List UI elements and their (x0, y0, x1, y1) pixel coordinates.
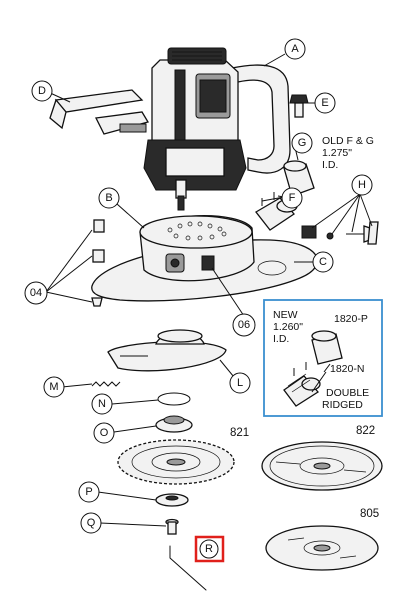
callout-m: M (43, 376, 65, 398)
part-f-port (255, 192, 298, 231)
part-p-flange (155, 493, 189, 507)
callout-06: 06 (232, 313, 256, 337)
part-e-knob (289, 94, 309, 118)
svg-text:06: 06 (238, 319, 250, 331)
svg-text:F: F (289, 192, 296, 204)
label-805: 805 (360, 508, 379, 520)
part-822-diamond-blade (261, 441, 383, 491)
svg-text:DOUBLE: DOUBLE (326, 387, 369, 399)
svg-text:L: L (237, 377, 243, 389)
svg-text:1.260": 1.260" (273, 321, 303, 333)
part-04-screws (91, 219, 105, 307)
callout-q: Q (80, 512, 102, 534)
part-n-ring (157, 392, 191, 406)
callout-h: H (351, 174, 373, 196)
part-q-bolt (165, 518, 179, 535)
part-o-flange (155, 415, 193, 433)
callout-l: L (229, 372, 251, 394)
svg-text:I.D.: I.D. (273, 333, 289, 345)
svg-text:P: P (85, 486, 92, 498)
part-1820n-port (283, 362, 321, 407)
callout-e: E (314, 92, 336, 114)
callout-r-highlight (194, 535, 225, 563)
callout-c: C (312, 251, 334, 273)
base-assembly (91, 215, 319, 302)
svg-text:R: R (205, 543, 213, 555)
svg-text:C: C (319, 256, 327, 268)
svg-text:A: A (291, 43, 299, 55)
svg-text:H: H (358, 179, 366, 191)
callout-a: A (284, 38, 306, 60)
callouts: A D E G H F B C (24, 38, 373, 563)
svg-text:I.D.: I.D. (322, 159, 338, 171)
callout-04: 04 (24, 281, 48, 305)
note-new: NEW 1.260" I.D. (273, 309, 303, 345)
svg-text:D: D (38, 85, 46, 97)
label-1820n: 1820-N (330, 363, 364, 375)
part-m-spring (91, 381, 121, 387)
leader-lines (45, 53, 373, 527)
svg-text:RIDGED: RIDGED (322, 399, 363, 411)
callout-g: G (291, 132, 313, 154)
svg-text:G: G (298, 137, 307, 149)
part-805-abrasive-disc (265, 525, 379, 571)
svg-text:M: M (49, 381, 58, 393)
motor-housing (143, 47, 291, 211)
svg-text:NEW: NEW (273, 309, 298, 321)
callout-r: R (194, 535, 225, 563)
part-r-hex-key (169, 545, 207, 591)
svg-text:OLD F & G: OLD F & G (322, 135, 374, 147)
label-822: 822 (356, 425, 375, 437)
svg-text:Q: Q (87, 517, 96, 529)
svg-text:E: E (321, 97, 328, 109)
svg-text:B: B (105, 192, 112, 204)
part-821-toothed-blade (117, 439, 235, 485)
label-821: 821 (230, 427, 249, 439)
callout-p: P (78, 481, 100, 503)
label-1820p: 1820-P (334, 313, 368, 325)
callout-d: D (31, 80, 53, 102)
part-l-lower-guard (107, 329, 227, 372)
part-h-hardware (301, 221, 379, 245)
note-double-ridged: DOUBLE RIDGED (322, 387, 369, 411)
part-d-bracket (49, 89, 149, 135)
new-parts-box (263, 299, 383, 417)
svg-text:O: O (100, 427, 109, 439)
svg-text:N: N (98, 398, 106, 410)
svg-text:04: 04 (30, 287, 42, 299)
callout-b: B (98, 187, 120, 209)
callout-o: O (93, 422, 115, 444)
part-1820p-coupler (311, 330, 343, 365)
callout-n: N (91, 393, 113, 415)
svg-text:1.275": 1.275" (322, 147, 352, 159)
callout-f: F (281, 187, 303, 209)
note-old-fg: OLD F & G 1.275" I.D. (322, 135, 374, 171)
